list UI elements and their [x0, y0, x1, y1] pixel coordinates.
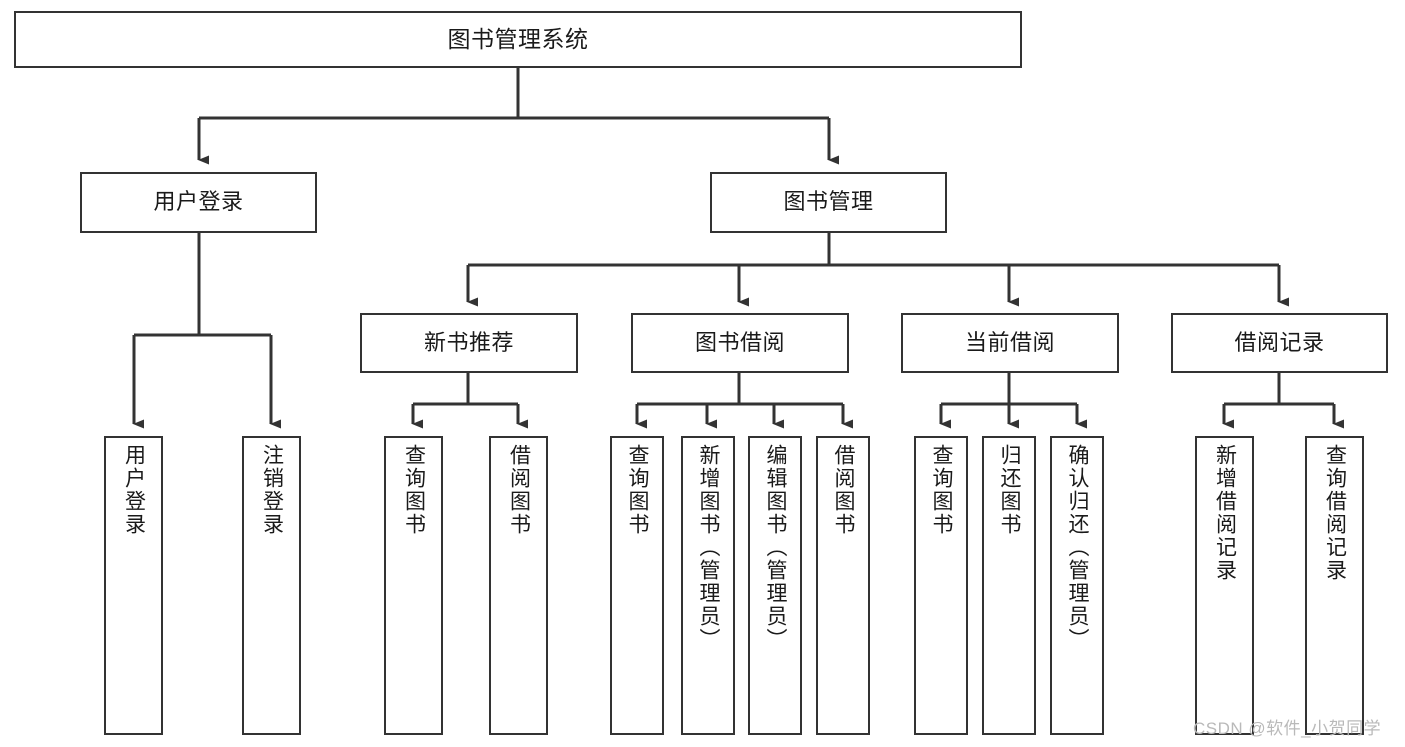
- node-label: 注销登录: [260, 444, 284, 536]
- node-user-login[interactable]: 用户登录: [80, 172, 317, 233]
- leaf-user-login[interactable]: 用户登录: [104, 436, 163, 735]
- node-label: 借阅图书: [507, 444, 531, 536]
- node-label: 新增借阅记录: [1213, 444, 1237, 582]
- node-label: 借阅图书: [832, 444, 856, 536]
- leaf-return-book[interactable]: 归还图书: [982, 436, 1036, 735]
- leaf-add-borrow-record[interactable]: 新增借阅记录: [1195, 436, 1254, 735]
- node-label: 查询借阅记录: [1323, 444, 1347, 582]
- node-label: 图书借阅: [694, 329, 785, 355]
- csdn-watermark: CSDN @软件_小贺同学: [1193, 719, 1382, 738]
- leaf-borrow-book-borrowing[interactable]: 借阅图书: [816, 436, 870, 735]
- node-label: 归还图书: [998, 444, 1022, 536]
- node-label: 查询图书: [626, 444, 650, 536]
- node-book-management[interactable]: 图书管理: [710, 172, 947, 233]
- leaf-add-book-admin[interactable]: 新增图书（管理员）: [681, 436, 735, 735]
- leaf-query-book-new-recommend[interactable]: 查询图书: [384, 436, 443, 735]
- node-label: 查询图书: [402, 444, 426, 536]
- leaf-query-borrow-record[interactable]: 查询借阅记录: [1305, 436, 1364, 735]
- leaf-query-book-current[interactable]: 查询图书: [914, 436, 968, 735]
- node-current-borrowing[interactable]: 当前借阅: [901, 313, 1119, 373]
- leaf-query-book-borrowing[interactable]: 查询图书: [610, 436, 664, 735]
- node-new-book-recommendation[interactable]: 新书推荐: [360, 313, 578, 373]
- leaf-logout[interactable]: 注销登录: [242, 436, 301, 735]
- leaf-confirm-return-admin[interactable]: 确认归还（管理员）: [1050, 436, 1104, 735]
- node-label: 当前借阅: [964, 329, 1055, 355]
- node-book-borrowing[interactable]: 图书借阅: [631, 313, 849, 373]
- node-root-book-management-system[interactable]: 图书管理系统: [14, 11, 1022, 68]
- leaf-edit-book-admin[interactable]: 编辑图书（管理员）: [748, 436, 802, 735]
- node-borrowing-record[interactable]: 借阅记录: [1171, 313, 1388, 373]
- leaf-borrow-book-new-recommend[interactable]: 借阅图书: [489, 436, 548, 735]
- node-label: 编辑图书（管理员）: [764, 444, 788, 651]
- node-label: 图书管理: [783, 189, 874, 215]
- node-label: 新书推荐: [423, 329, 514, 355]
- node-label: 确认归还（管理员）: [1066, 444, 1090, 651]
- node-label: 查询图书: [930, 444, 954, 536]
- node-label: 借阅记录: [1234, 329, 1325, 355]
- node-label: 新增图书（管理员）: [697, 444, 721, 651]
- node-label: 用户登录: [153, 189, 244, 215]
- node-label: 用户登录: [122, 444, 146, 536]
- node-label: 图书管理系统: [447, 26, 589, 53]
